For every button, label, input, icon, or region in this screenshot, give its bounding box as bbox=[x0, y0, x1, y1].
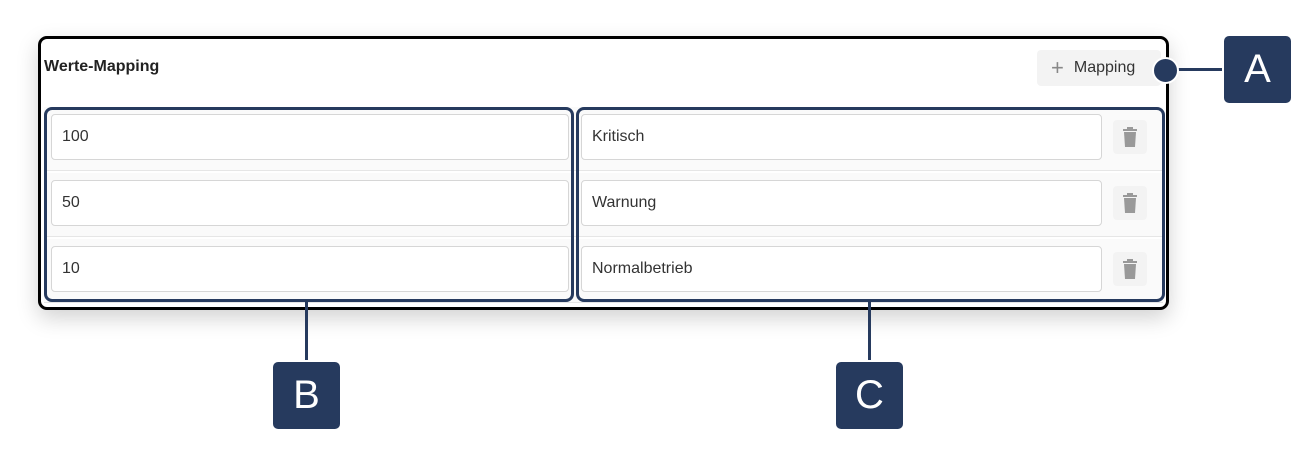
trash-icon bbox=[1123, 127, 1137, 147]
callout-b-line bbox=[305, 301, 308, 363]
callout-b-highlight bbox=[44, 107, 574, 302]
value-input[interactable]: 10 bbox=[51, 246, 569, 292]
value-input[interactable]: 100 bbox=[51, 114, 569, 160]
label-input[interactable]: Warnung bbox=[581, 180, 1102, 226]
callout-b: B bbox=[273, 362, 340, 429]
callout-c: C bbox=[836, 362, 903, 429]
trash-icon bbox=[1123, 193, 1137, 213]
callout-a-dot bbox=[1152, 57, 1179, 84]
callout-a-line bbox=[1175, 68, 1225, 71]
callout-c-highlight bbox=[576, 107, 1165, 302]
delete-row-button[interactable] bbox=[1113, 252, 1147, 286]
delete-row-button[interactable] bbox=[1113, 120, 1147, 154]
label-input[interactable]: Normalbetrieb bbox=[581, 246, 1102, 292]
panel-title: Werte-Mapping bbox=[44, 58, 160, 75]
delete-row-button[interactable] bbox=[1113, 186, 1147, 220]
value-input[interactable]: 50 bbox=[51, 180, 569, 226]
label-input[interactable]: Kritisch bbox=[581, 114, 1102, 160]
add-mapping-label: Mapping bbox=[1073, 59, 1136, 76]
plus-icon: + bbox=[1051, 55, 1064, 80]
trash-icon bbox=[1123, 259, 1137, 279]
callout-a: A bbox=[1224, 36, 1291, 103]
add-mapping-button[interactable]: + Mapping bbox=[1037, 50, 1161, 86]
callout-c-line bbox=[868, 301, 871, 363]
